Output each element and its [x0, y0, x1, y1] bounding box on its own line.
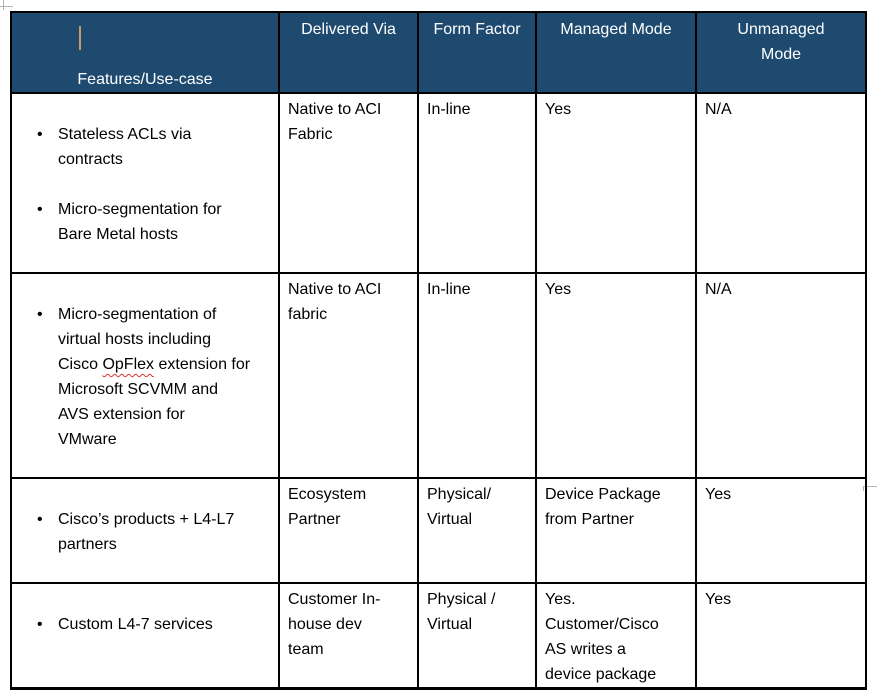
- header-managed-mode[interactable]: Managed Mode: [535, 11, 697, 94]
- header-unmanaged-mode[interactable]: Unmanaged Mode: [695, 11, 867, 94]
- bullet-icon: •: [37, 306, 43, 323]
- cell-managed-row4[interactable]: Yes. Customer/Cisco AS writes a device p…: [535, 582, 697, 690]
- cell-delivered-row4[interactable]: Customer In- house dev team: [278, 582, 419, 690]
- cell-managed-row3[interactable]: Device Package from Partner: [535, 477, 697, 584]
- misspelled-word: OpFlex: [102, 356, 155, 373]
- list-item: •Micro-segmentation for Bare Metal hosts: [20, 197, 270, 247]
- cell-features-row1[interactable]: •Stateless ACLs via contracts •Micro-seg…: [10, 92, 280, 274]
- list-item: •Cisco’s products + L4-L7 partners: [20, 507, 270, 557]
- cell-form-factor-row4[interactable]: Physical / Virtual: [417, 582, 537, 690]
- cell-features-row4[interactable]: •Custom L4-7 services: [10, 582, 280, 690]
- header-features-label: Features/Use-case: [77, 71, 213, 88]
- cell-managed-row2[interactable]: Yes: [535, 272, 697, 479]
- bullet-icon: •: [37, 511, 43, 528]
- cell-unmanaged-row4[interactable]: Yes: [695, 582, 867, 690]
- header-delivered-via[interactable]: Delivered Via: [278, 11, 419, 94]
- frame-corner-top-left: [0, 6, 13, 7]
- frame-corner-top-left-vertical: [3, 0, 4, 10]
- table-row: •Stateless ACLs via contracts •Micro-seg…: [10, 92, 867, 274]
- cell-unmanaged-row2[interactable]: N/A: [695, 272, 867, 479]
- cell-unmanaged-row3[interactable]: Yes: [695, 477, 867, 584]
- comparison-table: Features/Use-case Delivered Via Form Fac…: [10, 11, 867, 690]
- comparison-table-container: Features/Use-case Delivered Via Form Fac…: [10, 11, 867, 690]
- text-cursor: [79, 26, 81, 50]
- table-row: •Cisco’s products + L4-L7 partners Ecosy…: [10, 477, 867, 584]
- cell-form-factor-row1[interactable]: In-line: [417, 92, 537, 274]
- header-features[interactable]: Features/Use-case: [10, 11, 280, 94]
- cell-features-row2[interactable]: •Micro-segmentation of virtual hosts inc…: [10, 272, 280, 479]
- header-form-factor-label: Form Factor: [433, 21, 521, 38]
- frame-corner-bottom-right: [863, 486, 877, 487]
- cell-form-factor-row3[interactable]: Physical/ Virtual: [417, 477, 537, 584]
- bullet-icon: •: [37, 201, 43, 218]
- header-managed-label: Managed Mode: [560, 21, 672, 38]
- header-delivered-label: Delivered Via: [301, 21, 396, 38]
- header-row: Features/Use-case Delivered Via Form Fac…: [10, 11, 867, 94]
- cell-form-factor-row2[interactable]: In-line: [417, 272, 537, 479]
- bullet-icon: •: [37, 616, 43, 633]
- cell-unmanaged-row1[interactable]: N/A: [695, 92, 867, 274]
- bullet-icon: •: [37, 126, 43, 143]
- header-unmanaged-label: Unmanaged Mode: [737, 21, 825, 63]
- table-row: •Custom L4-7 services Customer In- house…: [10, 582, 867, 690]
- cell-delivered-row1[interactable]: Native to ACI Fabric: [278, 92, 419, 274]
- list-item: •Micro-segmentation of virtual hosts inc…: [20, 302, 270, 452]
- cell-features-row3[interactable]: •Cisco’s products + L4-L7 partners: [10, 477, 280, 584]
- cell-managed-row1[interactable]: Yes: [535, 92, 697, 274]
- cell-delivered-row3[interactable]: Ecosystem Partner: [278, 477, 419, 584]
- cell-delivered-row2[interactable]: Native to ACI fabric: [278, 272, 419, 479]
- list-item: •Stateless ACLs via contracts: [20, 122, 270, 172]
- header-form-factor[interactable]: Form Factor: [417, 11, 537, 94]
- list-item: •Custom L4-7 services: [20, 612, 270, 637]
- table-row: •Micro-segmentation of virtual hosts inc…: [10, 272, 867, 479]
